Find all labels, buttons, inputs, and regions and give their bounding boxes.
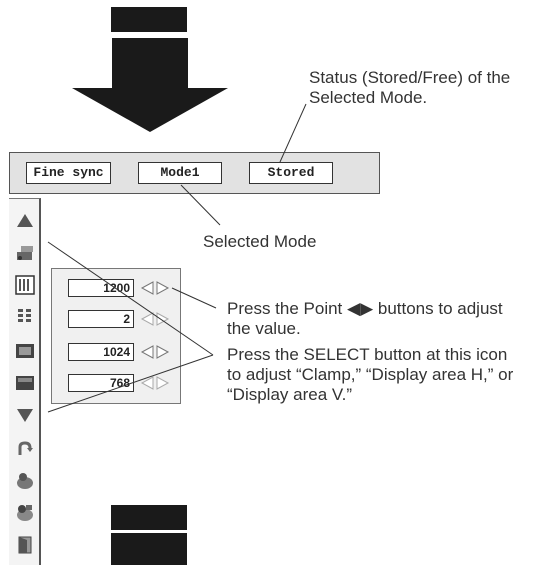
select-callout-line1: Press the SELECT button at this icon	[227, 345, 508, 364]
point-left-right-icon[interactable]	[140, 376, 170, 390]
mode-selector[interactable]: Mode1	[138, 162, 222, 184]
position-icon[interactable]	[15, 341, 35, 361]
select-callout-line3: “Display area V.”	[227, 385, 353, 404]
down-arrow-icon[interactable]	[15, 405, 35, 425]
value-field-2[interactable]: 2	[68, 310, 134, 328]
point-left-right-icon[interactable]	[140, 345, 170, 359]
value-field-3[interactable]: 1024	[68, 343, 134, 361]
total-dots-icon[interactable]	[15, 307, 35, 327]
reset-icon[interactable]	[15, 439, 35, 459]
select-callout-line2: to adjust “Clamp,” “Display area H,” or	[227, 365, 514, 384]
store-icon[interactable]	[15, 471, 35, 491]
status-callout-line1: Status (Stored/Free) of the	[309, 68, 511, 87]
icon-sidebar	[9, 198, 41, 565]
selected-mode-callout: Selected Mode	[203, 232, 317, 251]
up-arrow-icon[interactable]	[15, 211, 35, 231]
point-left-right-icon[interactable]	[140, 281, 170, 295]
input-icon[interactable]	[15, 243, 35, 263]
point-callout-line1: Press the Point ◀▶ buttons to adjust	[227, 299, 503, 318]
quit-icon[interactable]	[15, 535, 35, 555]
top-bar-block	[111, 7, 187, 32]
mode-free-icon[interactable]	[15, 503, 35, 523]
display-area-icon[interactable]	[15, 373, 35, 393]
mode-status: Stored	[249, 162, 333, 184]
status-callout-line2: Selected Mode.	[309, 88, 428, 107]
bottom-bar-block-2	[111, 533, 187, 565]
menu-bar: Fine sync Mode1 Stored	[9, 152, 380, 194]
value-panel: 1200 2 1024 768	[51, 268, 181, 404]
fine-sync-icon[interactable]	[15, 275, 35, 295]
point-callout-line2: the value.	[227, 319, 301, 338]
menu-item-name: Fine sync	[26, 162, 111, 184]
bottom-bar-block-1	[111, 505, 187, 530]
big-down-arrow-icon	[72, 38, 228, 132]
point-left-right-icon[interactable]	[140, 312, 170, 326]
